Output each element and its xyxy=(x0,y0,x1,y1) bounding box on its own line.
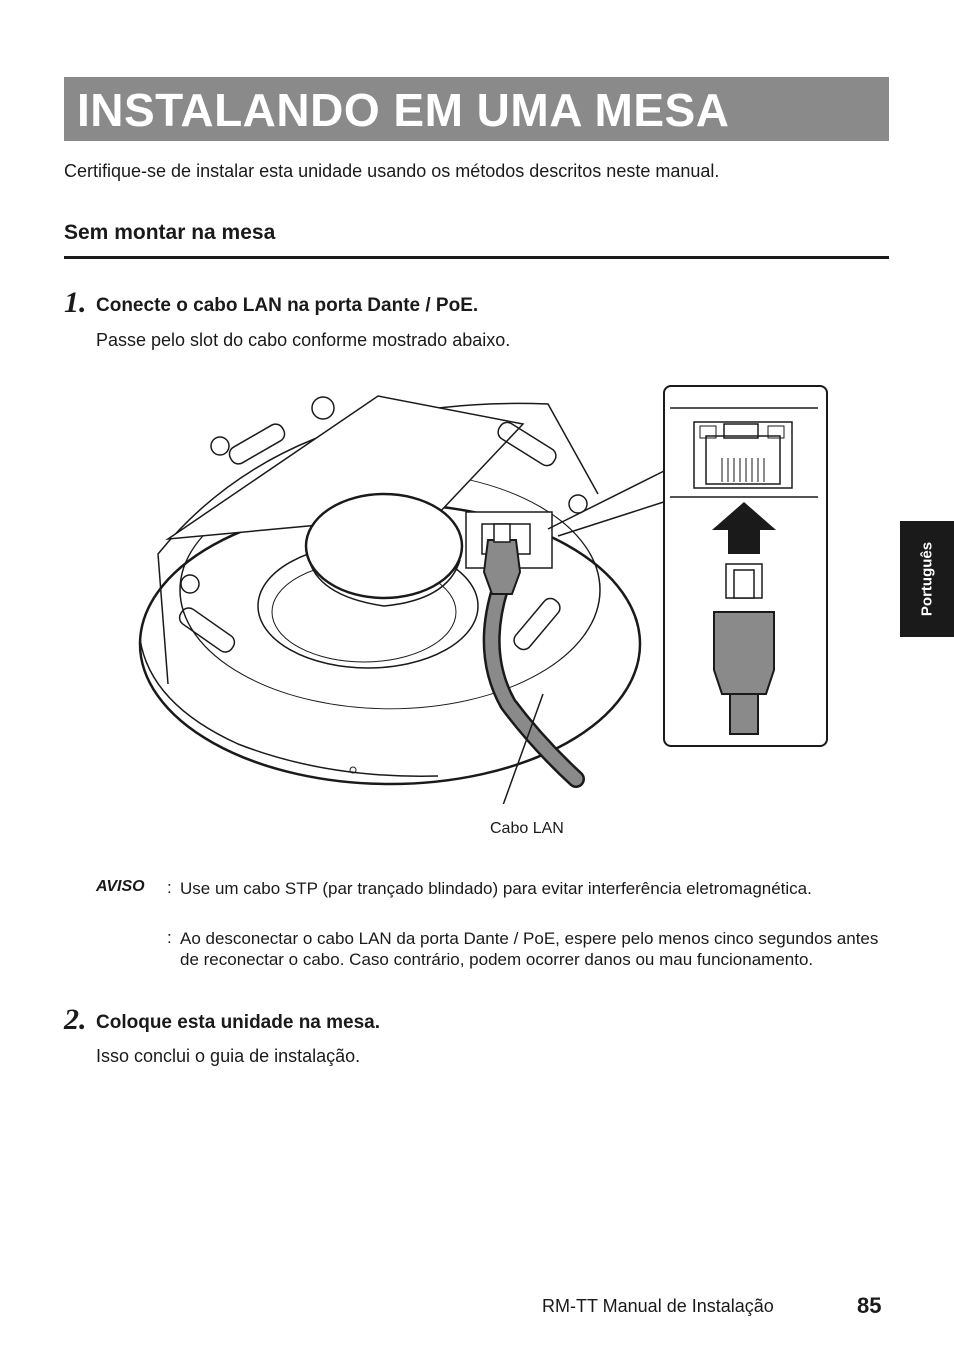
intro-paragraph: Certifique-se de instalar esta unidade u… xyxy=(64,161,720,181)
step-2-title: Coloque esta unidade na mesa. xyxy=(96,1012,381,1033)
ventilation-slots xyxy=(178,421,561,653)
port-detail-inset xyxy=(663,385,828,747)
lan-cable-drawing xyxy=(482,523,585,788)
installation-illustration xyxy=(138,385,828,804)
language-side-tab: Português xyxy=(900,521,954,637)
page-number: 85 xyxy=(857,1293,882,1318)
page-title: INSTALANDO EM UMA MESA xyxy=(77,84,730,136)
warning-label: AVISO xyxy=(96,878,145,895)
step-2-number: 2. xyxy=(64,1003,87,1036)
step-2-body: Isso conclui o guia de instalação. xyxy=(96,1046,361,1066)
speaker-unit-drawing xyxy=(138,395,642,786)
warning-item-1: Use um cabo STP (par trançado blindado) … xyxy=(180,879,812,898)
warning-separator: : xyxy=(167,878,172,897)
warning-item-2: Ao desconectar o cabo LAN da porta Dante… xyxy=(180,929,879,969)
title-bar: INSTALANDO EM UMA MESA xyxy=(64,77,889,141)
insert-arrow-icon xyxy=(712,502,776,554)
footer-manual-title: RM-TT Manual de Instalação xyxy=(542,1296,774,1316)
language-tab-label: Português xyxy=(918,541,936,617)
step-1-number: 1. xyxy=(64,286,87,319)
step-1-body: Passe pelo slot do cabo conforme mostrad… xyxy=(96,330,511,350)
cable-label: Cabo LAN xyxy=(490,820,564,837)
warning-separator: : xyxy=(167,928,172,947)
section-divider xyxy=(64,256,889,259)
step-1-title: Conecte o cabo LAN na porta Dante / PoE. xyxy=(96,295,479,316)
section-heading: Sem montar na mesa xyxy=(64,221,276,244)
